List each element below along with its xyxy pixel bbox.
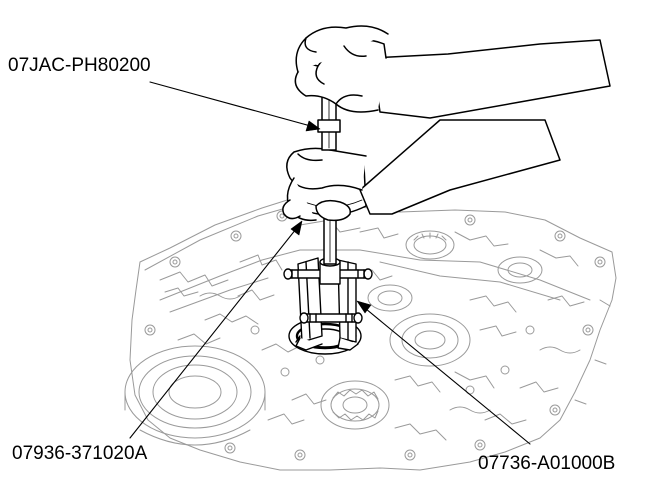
upper-hand — [294, 25, 611, 119]
callout-label-bottom-left: 07936-371020A — [12, 443, 148, 464]
arrowhead-icon — [290, 220, 303, 236]
lower-hand — [282, 119, 561, 222]
leader-line-left — [129, 223, 301, 439]
arrowhead-icon — [356, 300, 372, 314]
arrowhead-icon — [305, 120, 321, 132]
leader-line-right — [359, 303, 531, 445]
leader-line-top — [149, 81, 319, 129]
callout-leaders — [129, 81, 531, 445]
transmission-case — [124, 195, 617, 471]
callout-label-top: 07JAC-PH80200 — [8, 55, 151, 76]
callout-label-bottom-right: 07736-A01000B — [478, 453, 616, 474]
